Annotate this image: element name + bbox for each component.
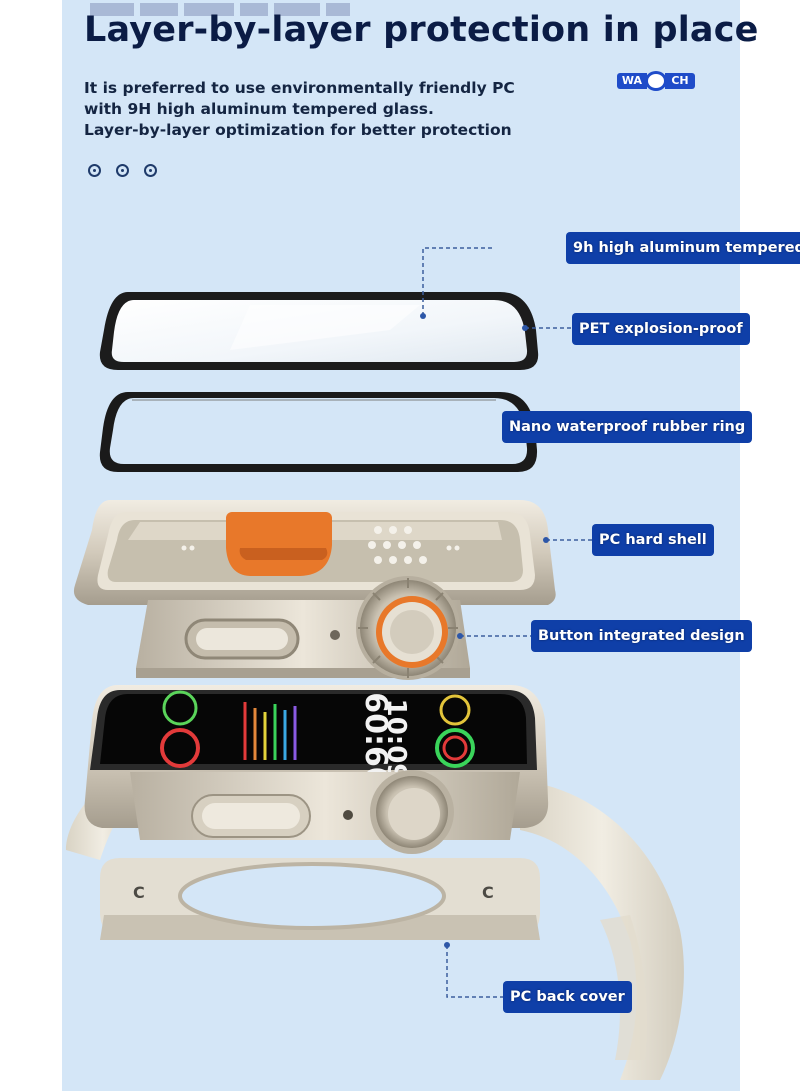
description-line: It is preferred to use environmentally f… (84, 79, 515, 97)
label-button-integrated: Button integrated design (531, 620, 752, 652)
rubber-ring-layer (99, 392, 538, 472)
brand-logo-left: WA (617, 73, 647, 89)
pc-hard-shell (73, 500, 556, 680)
watch-complications (160, 690, 475, 768)
svg-text:C: C (482, 883, 494, 902)
carousel-dot[interactable] (88, 164, 101, 177)
label-pc-back-cover: PC back cover (503, 981, 632, 1013)
carousel-dot[interactable] (116, 164, 129, 177)
title-ghost-text (90, 2, 420, 16)
watch-body: 10:09 60:60 (84, 685, 549, 854)
watch-time-bottom: 60:60 (358, 692, 393, 788)
page-title: Layer-by-layer protection in place (84, 10, 759, 50)
description: It is preferred to use environmentally f… (84, 78, 515, 141)
speaker-holes (368, 526, 427, 564)
watch-screen (100, 694, 527, 764)
description-line: with 9H high aluminum tempered glass. (84, 100, 434, 118)
carousel-dot[interactable] (144, 164, 157, 177)
label-rubber-ring: Nano waterproof rubber ring (502, 411, 753, 443)
tempered-glass-layer (99, 292, 539, 370)
description-line: Layer-by-layer optimization for better p… (84, 121, 512, 139)
pc-back-cover: C C (100, 858, 540, 940)
digital-crown (356, 576, 460, 680)
brand-logo-right: CH (665, 73, 695, 89)
svg-text:C: C (133, 883, 145, 902)
brand-logo: WA CH (617, 71, 699, 91)
label-pc-hard-shell: PC hard shell (592, 524, 714, 556)
watch-time-top: 10:09 (381, 699, 411, 782)
label-pet-explosion-proof: PET explosion-proof (572, 313, 750, 345)
label-tempered-glass: 9h high aluminum tempered glass (566, 232, 800, 264)
